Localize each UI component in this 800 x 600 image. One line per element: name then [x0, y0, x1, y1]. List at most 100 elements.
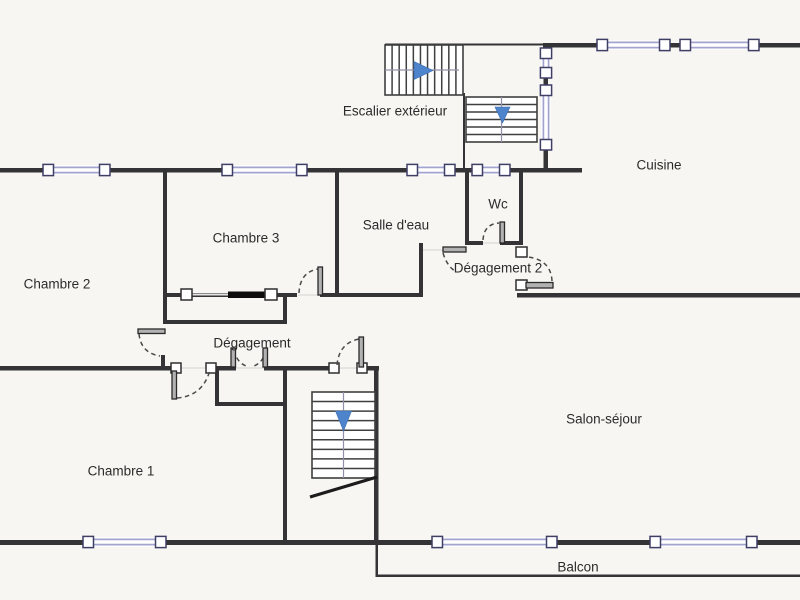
- window-4-frame: [498, 163, 511, 177]
- window-5-frame: [596, 38, 609, 52]
- window-2-frame: [221, 163, 234, 177]
- wall-corridor-3: [264, 366, 336, 371]
- stair-cut-line: [309, 475, 378, 499]
- window-8-frame: [539, 84, 553, 97]
- arrow-down-stairwell: [335, 410, 352, 432]
- wall-corridor-1: [0, 366, 174, 371]
- door-salle-deau-leaf: [442, 246, 467, 253]
- wall-salle-bottom: [335, 293, 423, 297]
- arrow-down-upper-stair: [494, 106, 511, 124]
- room-label-chambre-3: Chambre 3: [213, 231, 280, 246]
- wall-salon-top: [517, 293, 800, 298]
- door-chambre-1-swing-arc: [176, 369, 211, 399]
- room-label-wc: Wc: [488, 197, 508, 212]
- window-1-frame: [42, 163, 55, 177]
- arrow-right-exterior-stair: [413, 61, 434, 80]
- door-stair-top-swing-arc: [336, 338, 360, 366]
- door-stair-top-leaf: [358, 336, 365, 368]
- window-5-casing: [597, 40, 670, 50]
- door-salle-deau-swing-arc: [442, 252, 456, 272]
- door-double-right-leaf: [262, 347, 269, 368]
- window-11-casing: [650, 537, 757, 547]
- window-11-frame: [649, 535, 662, 549]
- door-chambre-3-swing-arc: [298, 268, 319, 294]
- wall-chambre2-right: [163, 170, 167, 324]
- door-chambre-2-leaf: [137, 328, 166, 335]
- wall-stair-side: [463, 93, 465, 170]
- wall-balcony-front: [375, 574, 800, 577]
- wall-stairwell-right: [374, 366, 379, 542]
- window-1-frame: [98, 163, 111, 177]
- wall-wc-right: [519, 168, 523, 245]
- room-label-salle-deau: Salle d'eau: [363, 218, 429, 233]
- room-label-chambre-2: Chambre 2: [24, 277, 91, 292]
- window-2-frame: [295, 163, 308, 177]
- room-label-cuisine: Cuisine: [636, 158, 681, 173]
- window-1-casing: [43, 165, 110, 175]
- wall-closet2-left: [215, 366, 219, 406]
- closet-sliding-panel: [228, 291, 265, 298]
- wall-salle-left: [335, 168, 339, 297]
- window-11-frame: [745, 535, 758, 549]
- window-4-casing: [472, 165, 510, 175]
- door-double-left-leaf: [230, 347, 237, 368]
- window-8-casing: [541, 85, 551, 150]
- window-6-casing: [680, 40, 759, 50]
- room-label-salon-sejour: Salon-séjour: [566, 412, 642, 427]
- window-5-frame: [658, 38, 671, 52]
- window-9-frame: [154, 535, 167, 549]
- room-label-degagement: Dégagement: [213, 336, 291, 351]
- room-label-escalier-exterieur: Escalier extérieur: [343, 104, 448, 119]
- post-chambre1-strike: [205, 362, 217, 374]
- wall-corridor-2: [212, 366, 236, 371]
- window-7-frame: [539, 47, 553, 60]
- window-8-frame: [539, 138, 553, 151]
- door-wc-leaf: [499, 221, 506, 244]
- wall-closet2-bottom: [215, 402, 287, 406]
- window-9-casing: [83, 537, 166, 547]
- wall-closet-top-right: [320, 293, 337, 297]
- wall-stairwell-left: [283, 366, 287, 542]
- wall-salle-right: [419, 243, 423, 295]
- door-chambre-1-leaf: [171, 370, 178, 400]
- door-chambre-3-leaf: [317, 266, 324, 296]
- window-7-frame: [539, 66, 553, 79]
- window-10-casing: [432, 537, 557, 547]
- door-wc-swing-arc: [482, 222, 500, 241]
- room-label-degagement-2: Dégagement 2: [454, 261, 543, 276]
- window-10-frame: [431, 535, 444, 549]
- window-2-casing: [222, 165, 307, 175]
- door-chambre-2-swing-arc: [138, 333, 161, 357]
- wall-closet-right: [283, 295, 287, 322]
- window-4-frame: [471, 163, 484, 177]
- door-degagement-2-leaf: [525, 281, 554, 289]
- wall-wc-bottom-right: [500, 241, 523, 245]
- window-6-frame: [679, 38, 692, 52]
- window-6-frame: [747, 38, 760, 52]
- post-stairtop-strike: [328, 362, 340, 374]
- post-degagement2-hinge: [515, 279, 528, 291]
- window-3-frame: [443, 163, 456, 177]
- wall-closet-bottom: [163, 320, 287, 324]
- window-3-frame: [406, 163, 419, 177]
- wall-wc-bottom-left: [465, 241, 483, 245]
- closet-frame-left: [180, 288, 193, 301]
- window-9-frame: [82, 535, 95, 549]
- wall-balcony-side: [375, 543, 378, 576]
- post-degagement2-top: [515, 246, 528, 258]
- window-3-casing: [407, 165, 455, 175]
- wall-chambre2-stub: [161, 355, 165, 368]
- room-label-balcon: Balcon: [557, 560, 598, 575]
- wall-wc-left: [465, 168, 469, 245]
- door-degagement-2-swing-arc: [527, 256, 553, 282]
- closet-frame-right: [264, 288, 278, 301]
- wall-cuisine-top: [543, 43, 800, 48]
- wall-bottom: [0, 540, 800, 545]
- wall-ext-stair-topline: [385, 43, 545, 46]
- wall-corridor-4: [358, 366, 379, 371]
- window-10-frame: [545, 535, 558, 549]
- window-7-casing: [541, 48, 551, 78]
